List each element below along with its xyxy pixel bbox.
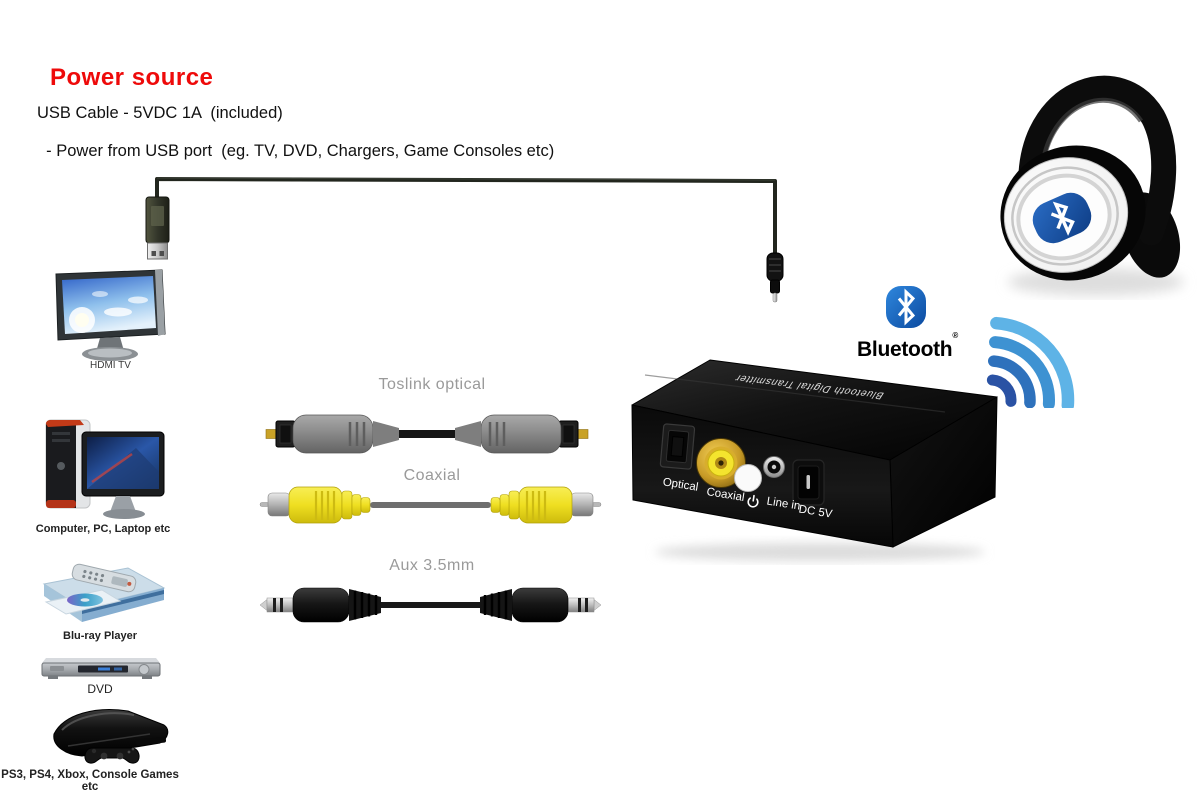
bluray-label: Blu-ray Player — [63, 630, 137, 642]
bluray-remote — [71, 563, 137, 593]
page-title: Power source — [50, 64, 214, 91]
transmitter-shadow — [655, 543, 985, 561]
coaxial-right-connector — [490, 486, 602, 524]
dvd-label: DVD — [87, 682, 113, 696]
coaxial-cable-image — [259, 486, 602, 524]
pc-tower-trim-top — [46, 420, 84, 427]
optical-port — [659, 423, 696, 470]
aux-right-connector — [480, 587, 602, 623]
computer-label: Computer, PC, Laptop etc — [35, 523, 171, 535]
usb-power-cable-illustration — [145, 177, 784, 303]
console-label: PS3, PS4, Xbox, Console Games etc — [1, 769, 179, 793]
port-label-dc: DC 5V — [798, 503, 834, 520]
toslink-right-connector — [455, 414, 589, 454]
headphones-image — [1000, 75, 1184, 296]
dvd-player-image — [41, 658, 161, 679]
coaxial-wire — [370, 502, 491, 508]
game-console-image — [53, 709, 169, 764]
port-label-optical: Optical — [662, 476, 699, 493]
line-in-port — [763, 456, 785, 478]
bluetooth-wordmark: Bluetooth® — [850, 331, 965, 362]
bluray-player-image — [42, 563, 166, 622]
power-button — [734, 464, 762, 492]
toslink-left-connector — [265, 414, 399, 454]
subtitle-line2: - Power from USB port (eg. TV, DVD, Char… — [46, 142, 555, 160]
transmitter-front-face — [631, 404, 894, 548]
power-symbol-icon — [747, 494, 759, 508]
port-label-linein: Line in — [766, 495, 801, 512]
toslink-cable-label: Toslink optical — [378, 376, 486, 393]
computer-image — [45, 419, 165, 519]
headphones-bluetooth-logo-icon — [1032, 192, 1092, 244]
transmitter-box-image: Bluetooth Digital Transmitter — [631, 359, 998, 561]
subtitle-line1: USB Cable - 5VDC 1A (included) — [37, 104, 283, 122]
pc-monitor-stand — [110, 496, 136, 512]
aux-cable-label: Aux 3.5mm — [389, 557, 475, 574]
tv-frame-edge — [155, 270, 165, 336]
headphones-band — [1018, 75, 1177, 246]
pc-tower-trim-bottom — [46, 500, 76, 508]
subtitle: USB Cable - 5VDC 1A (included) - Power f… — [37, 104, 554, 161]
wifi-signal-icon — [986, 316, 1075, 408]
toslink-wire — [392, 430, 464, 438]
bluetooth-logo-icon — [886, 286, 926, 328]
aux-wire — [378, 602, 483, 608]
hdmi-tv-label: HDMI TV — [90, 360, 131, 371]
coaxial-cable-label: Coaxial — [403, 467, 461, 484]
toslink-cable-image — [265, 414, 589, 454]
dvd-knob — [138, 664, 150, 675]
usb-cable-highlight — [156, 177, 776, 181]
usb-a-connector — [145, 196, 170, 260]
dvd-top — [42, 658, 160, 663]
port-label-coaxial: Coaxial — [706, 486, 746, 504]
dc-plug-connector — [766, 252, 784, 303]
aux-left-connector — [259, 587, 381, 623]
registered-trademark: ® — [952, 331, 958, 340]
console-controller — [84, 747, 140, 764]
aux-cable-image — [259, 587, 602, 623]
dc-5v-port — [792, 459, 825, 506]
usb-cable-wire — [155, 177, 777, 259]
coaxial-port — [696, 438, 746, 488]
coaxial-left-connector — [259, 486, 371, 524]
bluetooth-wordmark-text: Bluetooth — [857, 338, 953, 361]
hdmi-tv-image — [55, 269, 166, 361]
